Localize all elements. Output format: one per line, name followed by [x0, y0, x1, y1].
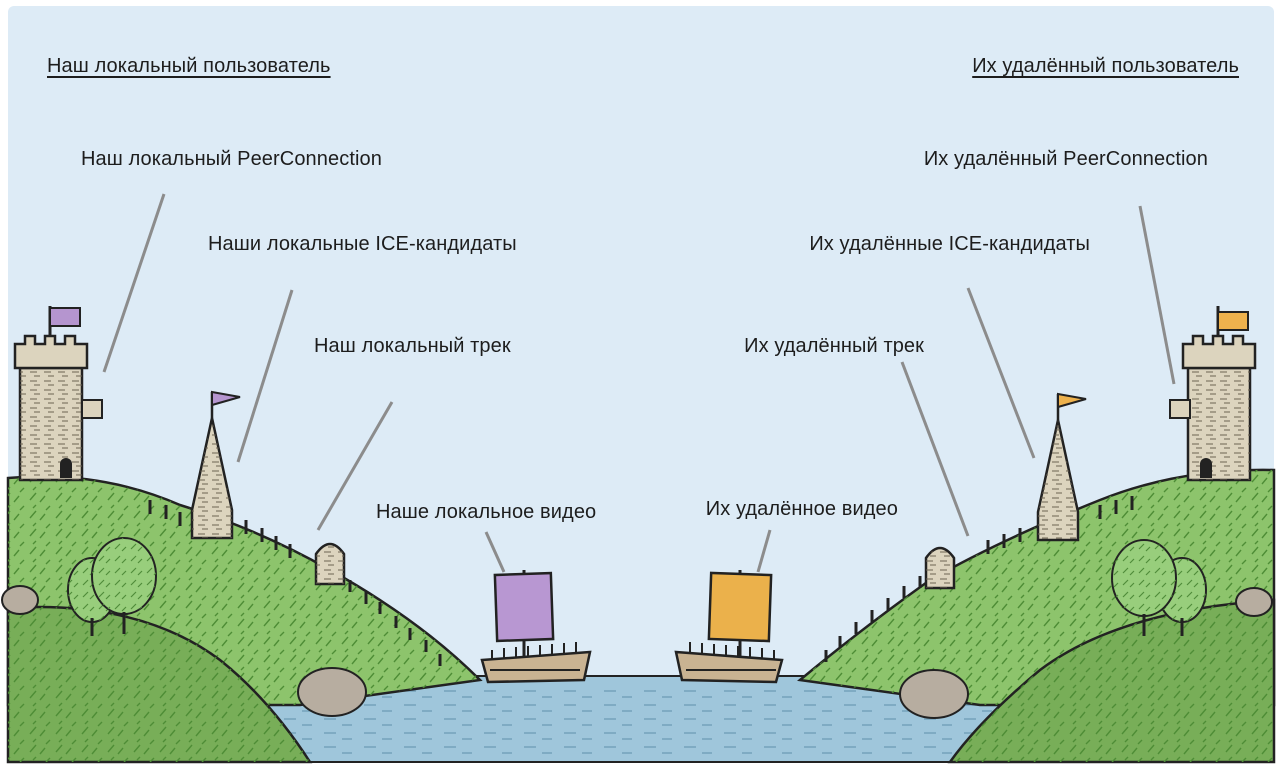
pointer-local-video: [484, 531, 506, 573]
pointer-remote-track: [900, 361, 970, 537]
local-peerconnection-flag: [49, 307, 81, 327]
local-ice-flag: [211, 390, 241, 407]
pointer-remote-video: [756, 529, 772, 573]
remote-video-label: Их удалённое видео: [705, 498, 898, 520]
remote-peerconnection-flag: [1217, 311, 1249, 331]
pointer-remote-peerconnection: [1138, 205, 1176, 385]
local-track-hut: [314, 542, 346, 586]
local-track-label: Наш локальный трек: [314, 335, 511, 357]
pointer-local-peerconnection: [102, 193, 166, 373]
local-ice-spire: [190, 392, 234, 540]
remote-video-sail: [707, 571, 773, 643]
remote-castle-tower: [1169, 306, 1257, 482]
local-ice-candidates-label: Наши локальные ICE-кандидаты: [208, 233, 517, 255]
remote-track-hut: [924, 546, 956, 590]
local-video-label: Наше локальное видео: [376, 501, 597, 523]
remote-peerconnection-label: Их удалённый PeerConnection: [923, 148, 1208, 170]
pointer-local-track: [316, 401, 394, 531]
local-video-sail: [493, 571, 555, 643]
local-castle-tower: [13, 306, 103, 482]
remote-ice-candidates-label: Их удалённые ICE-кандидаты: [809, 233, 1090, 255]
pointer-remote-ice: [966, 287, 1036, 459]
local-user-heading: Наш локальный пользователь: [47, 55, 331, 77]
remote-user-heading: Их удалённый пользователь: [972, 55, 1239, 77]
right-shore: [797, 468, 1276, 764]
local-peerconnection-label: Наш локальный PeerConnection: [81, 148, 382, 170]
pointer-local-ice: [236, 289, 294, 463]
remote-track-label: Их удалённый трек: [744, 335, 924, 357]
left-shore: [1, 475, 483, 764]
pointer-lines: [102, 193, 1176, 573]
remote-ice-flag: [1057, 392, 1087, 409]
